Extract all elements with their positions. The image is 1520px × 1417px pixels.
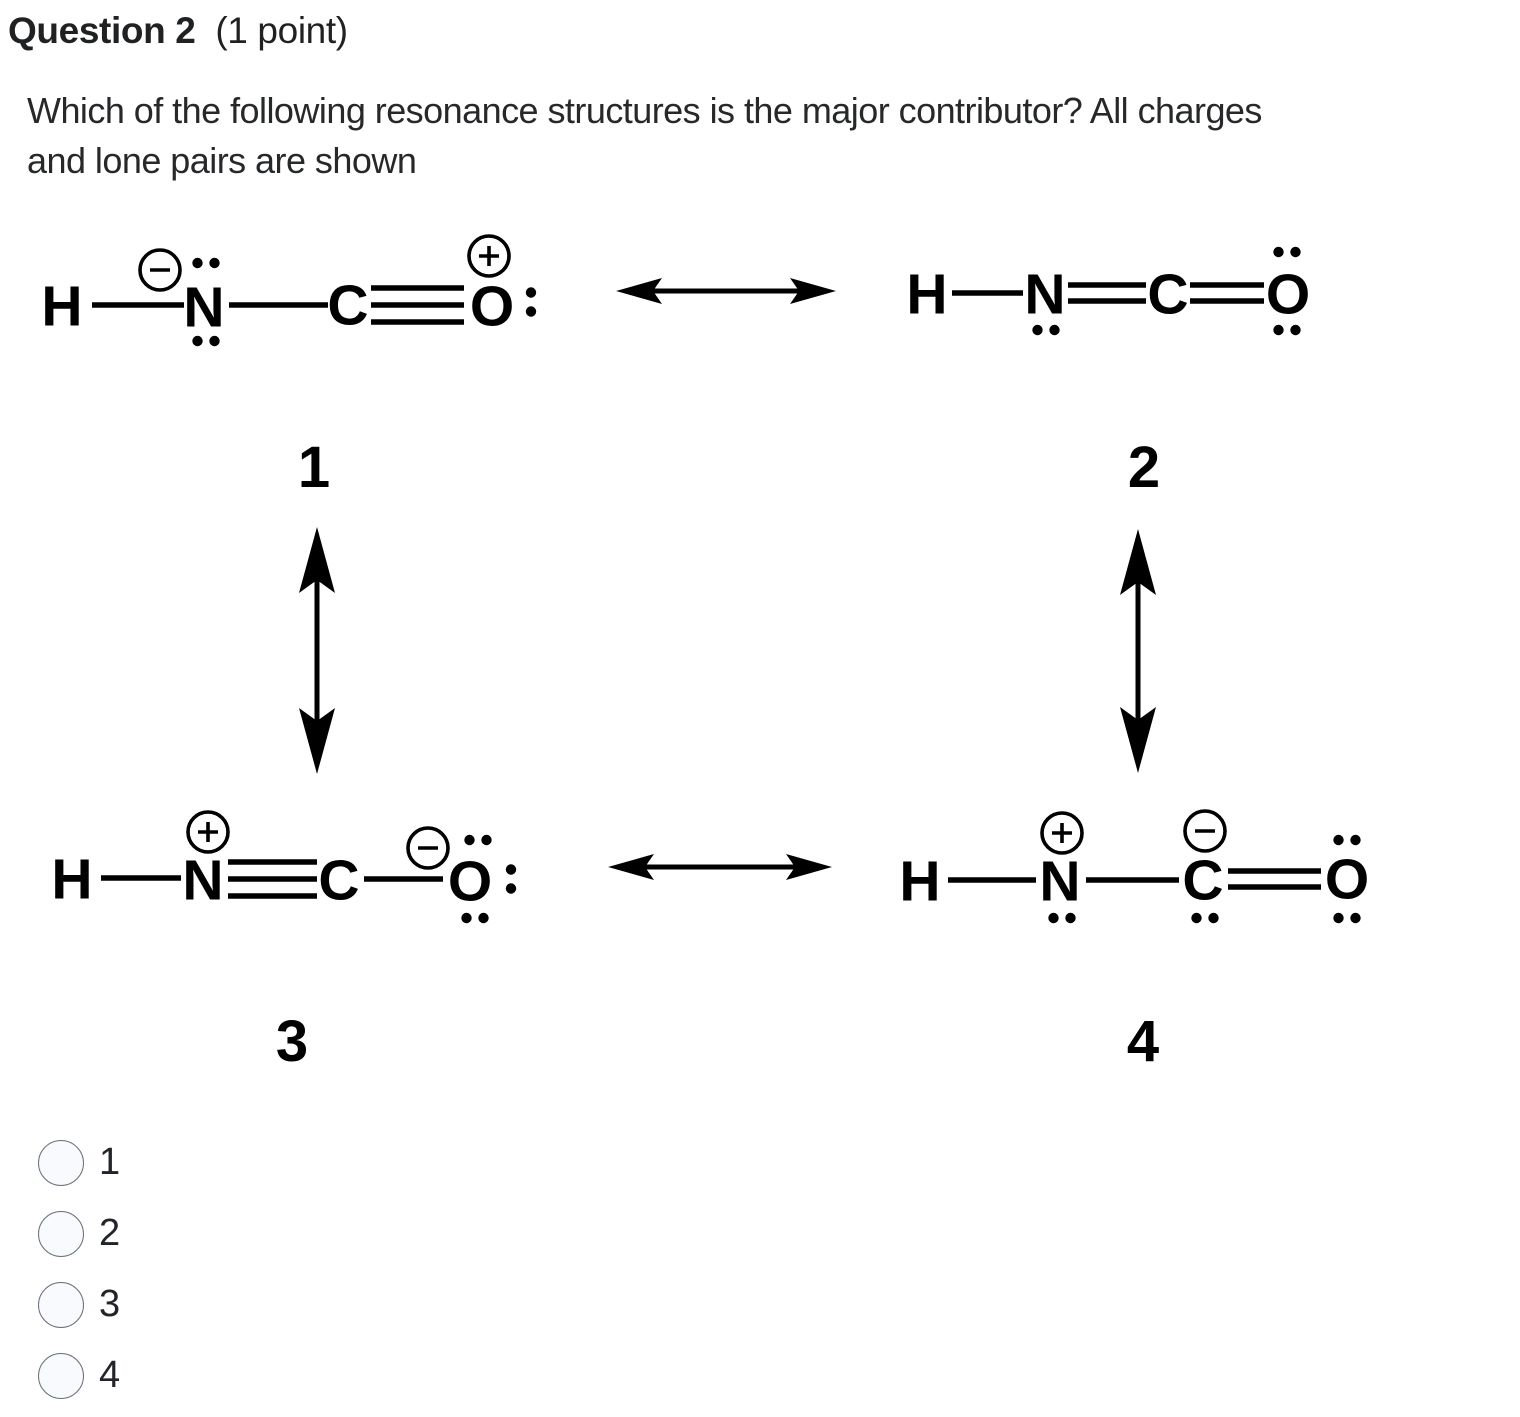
- lone-pair-dot: [209, 335, 220, 347]
- lone-pair-dot: [461, 912, 472, 924]
- charge-plus-icon: [1040, 811, 1084, 855]
- answer-option-1[interactable]: 1: [38, 1139, 120, 1186]
- lone-pair-dot: [1290, 246, 1301, 258]
- charge-plus-icon: [186, 810, 230, 854]
- question-title: Question 2: [8, 10, 196, 51]
- lone-pair-dot: [1333, 834, 1344, 846]
- question-header: Question 2 (1 point): [8, 10, 348, 52]
- atom-o: O: [1266, 263, 1310, 327]
- option-label-2: 2: [99, 1212, 121, 1254]
- answer-option-3[interactable]: 3: [38, 1281, 120, 1328]
- lone-pair-dot: [1048, 912, 1059, 924]
- lone-pair-dot: [1032, 324, 1043, 336]
- answer-option-4[interactable]: 4: [38, 1352, 120, 1399]
- question-text-line-1: Which of the following resonance structu…: [27, 90, 1262, 131]
- question-points: [205, 10, 215, 51]
- radio-button-2[interactable]: [38, 1210, 84, 1257]
- lone-pair-dot: [1191, 912, 1202, 924]
- atom-o: O: [448, 850, 492, 914]
- atom-c: C: [1147, 263, 1188, 327]
- lone-pair-dot: [1290, 324, 1301, 336]
- structure-1: H N C O 1: [41, 234, 537, 500]
- lone-pair-dot: [464, 834, 475, 846]
- question-text: Which of the following resonance structu…: [27, 86, 1262, 186]
- lone-pair-dot: [525, 287, 537, 298]
- lone-pair-dot: [209, 257, 220, 269]
- structure-2: H N C O 2: [906, 246, 1310, 500]
- question-text-line-2: and lone pairs are shown: [27, 140, 417, 181]
- lone-pair-dot: [192, 335, 203, 347]
- resonance-arrow: [616, 278, 836, 304]
- lone-pair-dot: [192, 257, 203, 269]
- lone-pair-dot: [525, 306, 537, 317]
- lone-pair-dot: [1333, 912, 1344, 924]
- atom-o: O: [1325, 848, 1369, 912]
- lone-pair-dot: [1049, 324, 1060, 336]
- atom-h: H: [51, 848, 92, 912]
- atom-n: N: [1024, 263, 1065, 327]
- lone-pair-dot: [1208, 912, 1219, 924]
- structure-label-3: 3: [276, 1009, 308, 1074]
- atom-c: C: [327, 274, 368, 338]
- lone-pair-dot: [1273, 324, 1284, 336]
- charge-minus-icon: [406, 826, 450, 870]
- lone-pair-dot: [1350, 912, 1361, 924]
- lone-pair-dot: [505, 864, 517, 875]
- radio-button-1[interactable]: [38, 1139, 84, 1186]
- option-label-3: 3: [99, 1283, 121, 1325]
- option-label-4: 4: [99, 1354, 121, 1396]
- structure-label-4: 4: [1127, 1009, 1159, 1074]
- atom-h: H: [41, 275, 82, 339]
- question-points-value: (1 point): [215, 10, 348, 51]
- radio-button-4[interactable]: [38, 1352, 84, 1399]
- atom-h: H: [899, 850, 940, 914]
- atom-h: H: [906, 263, 947, 327]
- charge-plus-icon: [467, 234, 511, 278]
- lone-pair-dot: [1350, 834, 1361, 846]
- atom-n: N: [183, 276, 224, 340]
- resonance-arrow: [299, 527, 335, 774]
- radio-button-3[interactable]: [38, 1281, 84, 1328]
- atom-o: O: [470, 275, 514, 339]
- charge-minus-icon: [138, 248, 182, 292]
- atom-n: N: [182, 849, 223, 913]
- charge-minus-icon: [1183, 809, 1227, 853]
- lone-pair-dot: [1273, 246, 1284, 258]
- option-label-1: 1: [99, 1141, 121, 1183]
- lone-pair-dot: [478, 912, 489, 924]
- lone-pair-dot: [481, 834, 492, 846]
- answer-option-2[interactable]: 2: [38, 1210, 120, 1257]
- lone-pair-dot: [505, 883, 517, 894]
- structure-4: H N C O 4: [899, 809, 1369, 1074]
- atom-c: C: [318, 849, 359, 913]
- resonance-arrow: [608, 854, 832, 880]
- atom-c: C: [1182, 849, 1223, 913]
- structure-3: H N C O 3: [51, 810, 517, 1074]
- lone-pair-dot: [1065, 912, 1076, 924]
- answer-options: 1 2 3 4: [38, 1139, 120, 1399]
- atom-n: N: [1039, 850, 1080, 914]
- structure-label-1: 1: [298, 435, 330, 500]
- resonance-arrow: [1120, 529, 1156, 773]
- structure-label-2: 2: [1128, 435, 1160, 500]
